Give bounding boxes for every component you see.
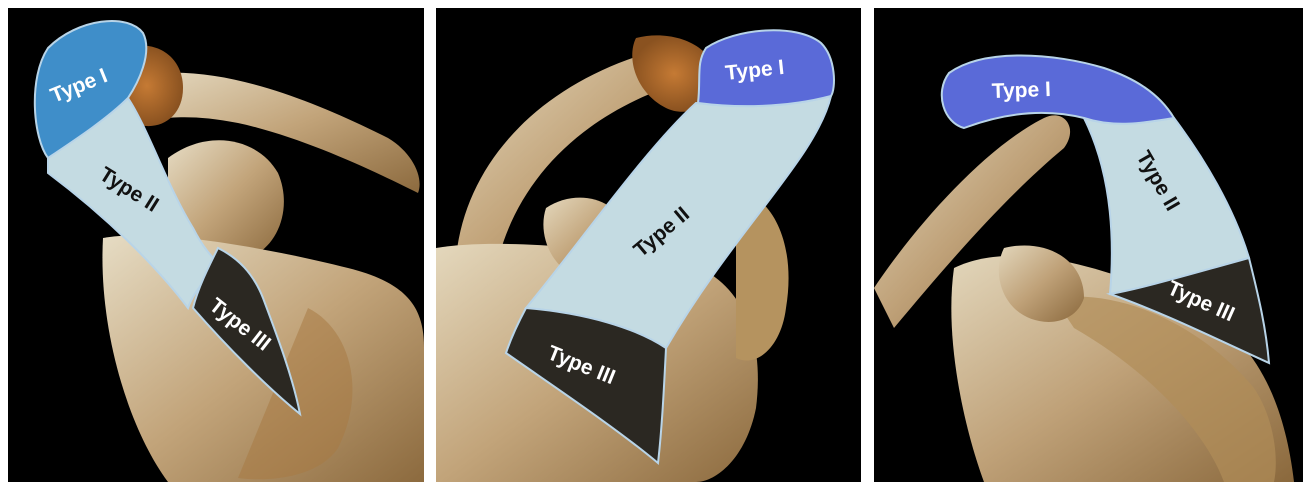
- label-type1: Type I: [991, 78, 1051, 103]
- panel-1-image: Type I Type II Type III: [8, 8, 424, 482]
- panel-2-image: Type I Type II Type III: [436, 8, 861, 482]
- panel-3-image: Type I Type II Type III: [874, 8, 1303, 482]
- panel-2: Type I Type II Type III: [436, 8, 861, 482]
- panel-3: Type I Type II Type III: [874, 8, 1303, 482]
- panel-1: Type I Type II Type III: [8, 8, 424, 482]
